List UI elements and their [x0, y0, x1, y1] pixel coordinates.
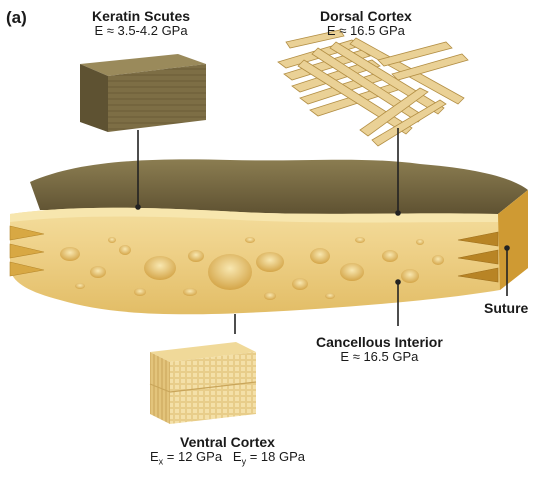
- shell-cross-section: [10, 159, 528, 314]
- ventral-ex-value: = 12 GPa E: [163, 449, 241, 464]
- dorsal-cortex-fibers: [278, 30, 468, 146]
- ventral-cortex-block: [150, 342, 256, 424]
- ventral-value: Ex = 12 GPa Ey = 18 GPa: [150, 450, 305, 467]
- dorsal-title: Dorsal Cortex: [320, 8, 412, 24]
- ventral-label: Ventral Cortex Ex = 12 GPa Ey = 18 GPa: [150, 434, 305, 467]
- cancellous-value: E ≈ 16.5 GPa: [316, 350, 443, 365]
- dorsal-label: Dorsal Cortex E ≈ 16.5 GPa: [320, 8, 412, 39]
- panel-label: (a): [6, 8, 27, 28]
- keratin-label: Keratin Scutes E ≈ 3.5-4.2 GPa: [92, 8, 190, 39]
- keratin-value: E ≈ 3.5-4.2 GPa: [92, 24, 190, 39]
- ventral-ey-value: = 18 GPa: [246, 449, 305, 464]
- ventral-ex-symbol: E: [150, 449, 159, 464]
- keratin-scute-block: [80, 54, 206, 132]
- keratin-title: Keratin Scutes: [92, 8, 190, 24]
- suture-label: Suture: [484, 300, 528, 316]
- suture-title: Suture: [484, 300, 528, 316]
- cancellous-label: Cancellous Interior E ≈ 16.5 GPa: [316, 334, 443, 365]
- cancellous-title: Cancellous Interior: [316, 334, 443, 350]
- dorsal-value: E ≈ 16.5 GPa: [320, 24, 412, 39]
- ventral-title: Ventral Cortex: [150, 434, 305, 450]
